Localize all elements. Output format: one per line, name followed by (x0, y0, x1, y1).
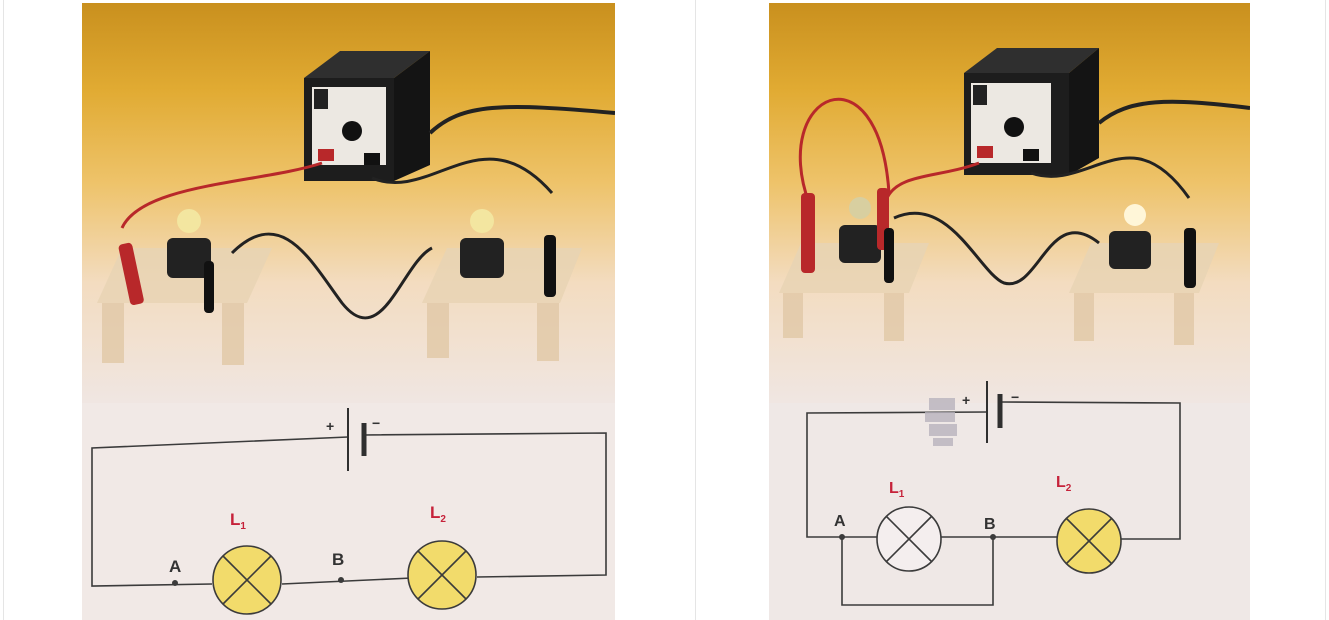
bulb-holder-2 (1069, 204, 1219, 345)
battery-symbol (986, 381, 1003, 443)
left-figure-svg: + − L1 L2 A B (91, 51, 615, 615)
lamp-l2 (407, 540, 477, 610)
lamp-l2 (1056, 508, 1122, 574)
right-border (1325, 0, 1326, 620)
right-figure-svg: + − L1 L2 A B (779, 48, 1250, 606)
bulb-icon (849, 197, 871, 219)
battery-minus-label: − (1011, 389, 1019, 405)
left-circuit-diagram: + − L1 L2 A B (91, 408, 607, 615)
lamp-l1-label: L1 (889, 480, 905, 500)
shunt-wire (841, 537, 994, 606)
bulb-holder-1 (779, 188, 929, 341)
battery-minus-label: − (372, 415, 380, 431)
power-supply-icon (964, 48, 1099, 175)
node-b-dot (990, 534, 996, 540)
node-a-dot (172, 580, 178, 586)
right-figure-panel: + − L1 L2 A B (769, 3, 1250, 620)
node-a-label: A (834, 513, 846, 530)
left-border (3, 0, 4, 620)
mains-cable (428, 105, 615, 135)
battery-plus-label: + (326, 418, 334, 434)
battery-symbol (347, 408, 367, 471)
circuit-wire (91, 436, 349, 587)
node-b-label: B (984, 516, 996, 533)
bulb-icon (177, 209, 201, 233)
center-divider (695, 0, 696, 620)
bulb-icon (1124, 204, 1146, 226)
black-lead-1 (893, 211, 1100, 286)
node-b-label: B (332, 550, 344, 569)
mains-cable (1097, 99, 1250, 125)
lamp-l1-label: L1 (230, 510, 246, 532)
node-b-dot (338, 577, 344, 583)
node-a-dot (839, 534, 845, 540)
lamp-l2-label: L2 (1056, 474, 1072, 494)
red-lead (885, 161, 980, 199)
red-lead (120, 161, 323, 229)
left-figure-panel: + − L1 L2 A B (82, 3, 615, 620)
blurred-smudge (925, 398, 957, 446)
red-shunt-lead (798, 97, 891, 204)
bulb-holder-1 (97, 209, 272, 365)
black-lead-2 (1030, 156, 1191, 199)
black-lead-2 (371, 157, 554, 194)
node-a-label: A (169, 557, 181, 576)
lamp-l1 (876, 506, 942, 572)
lamp-l1 (212, 545, 282, 615)
bulb-holder-2 (422, 209, 582, 361)
bulb-icon (470, 209, 494, 233)
battery-plus-label: + (962, 392, 970, 408)
lamp-l2-label: L2 (430, 503, 446, 525)
right-circuit-diagram: + − L1 L2 A B (806, 381, 1181, 606)
power-supply-icon (304, 51, 430, 181)
black-lead-1 (230, 232, 433, 320)
